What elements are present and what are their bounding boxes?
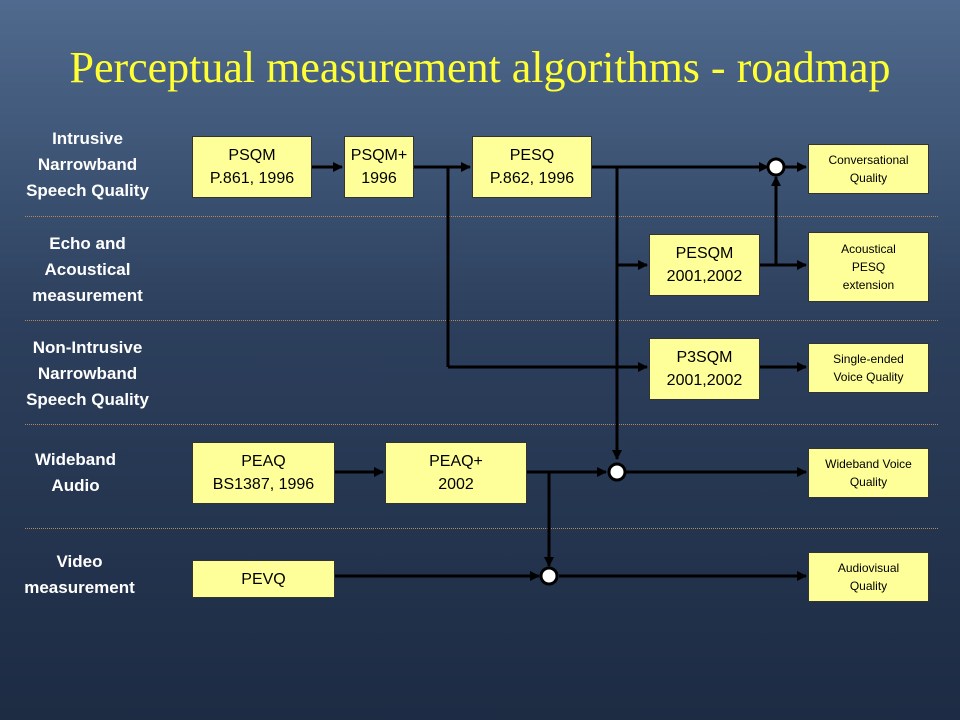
junction-wideband bbox=[607, 462, 627, 482]
row-label-intrusive-narrowband: Intrusive Narrowband Speech Quality bbox=[26, 129, 149, 200]
algo-pesqm: PESQM 2001,2002 bbox=[649, 234, 760, 296]
output-single-ended: Single-ended Voice Quality bbox=[808, 343, 929, 393]
algo-psqm: PSQM P.861, 1996 bbox=[192, 136, 312, 198]
output-conversational-quality: Conversational Quality bbox=[808, 144, 929, 194]
row-label-video: Video measurement bbox=[24, 552, 135, 597]
row-separator bbox=[25, 528, 938, 529]
algo-peaq-plus: PEAQ+ 2002 bbox=[385, 442, 527, 504]
output-audiovisual: Audiovisual Quality bbox=[808, 552, 929, 602]
junction-conversational bbox=[766, 157, 786, 177]
row-separator bbox=[25, 216, 938, 217]
row-separator bbox=[25, 320, 938, 321]
output-acoustical-pesq: Acoustical PESQ extension bbox=[808, 232, 929, 302]
algo-psqm-plus: PSQM+ 1996 bbox=[344, 136, 414, 198]
algo-pesq: PESQ P.862, 1996 bbox=[472, 136, 592, 198]
row-label-echo-acoustical: Echo and Acoustical measurement bbox=[32, 234, 143, 305]
page-title: Perceptual measurement algorithms - road… bbox=[69, 43, 891, 92]
row-label-non-intrusive: Non-Intrusive Narrowband Speech Quality bbox=[26, 338, 149, 409]
output-wideband-voice: Wideband Voice Quality bbox=[808, 448, 929, 498]
algo-p3sqm: P3SQM 2001,2002 bbox=[649, 338, 760, 400]
algo-peaq: PEAQ BS1387, 1996 bbox=[192, 442, 335, 504]
row-label-wideband-audio: Wideband Audio bbox=[34, 450, 117, 495]
algo-pevq: PEVQ bbox=[192, 560, 335, 598]
junction-audiovisual bbox=[539, 566, 559, 586]
row-separator bbox=[25, 424, 938, 425]
